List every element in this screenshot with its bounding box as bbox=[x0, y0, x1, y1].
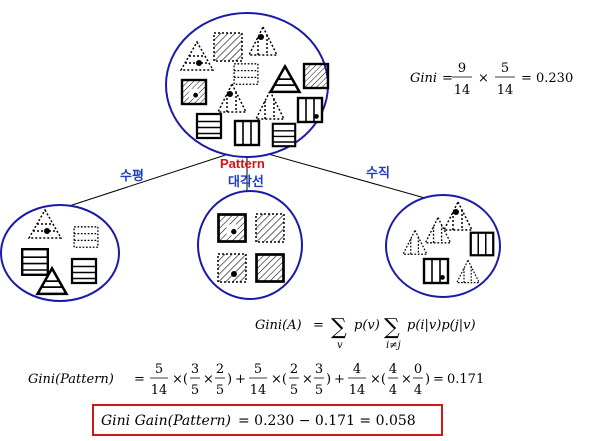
term1-a-numerator: 3 bbox=[191, 362, 199, 377]
dashed-diagonal-square bbox=[255, 213, 285, 243]
center-child-node bbox=[197, 190, 303, 300]
bold-vertical-square-dot bbox=[296, 96, 324, 124]
equals-sign: = bbox=[313, 318, 324, 333]
term1-b-denominator: 5 bbox=[216, 383, 224, 398]
plus-sign-1: + bbox=[235, 372, 246, 387]
gini-gain-rhs: = 0.230 − 0.171 = 0.058 bbox=[238, 413, 416, 429]
branch-label-vertical: 수직 bbox=[366, 165, 390, 180]
times-sign-2: × bbox=[302, 372, 313, 387]
term3-b-numerator: 0 bbox=[414, 362, 422, 377]
bold-horizontal-square-2 bbox=[271, 122, 297, 148]
close-paren-3: ) bbox=[425, 372, 430, 387]
equals-sign: = bbox=[442, 71, 453, 86]
dashed-diagonal-square bbox=[213, 32, 243, 62]
plus-sign-2: + bbox=[334, 372, 345, 387]
bold-diagonal-square-dot bbox=[180, 78, 208, 106]
term1-weight-denominator: 14 bbox=[151, 383, 168, 398]
equals-sign: = bbox=[134, 372, 145, 387]
bold-vertical-square-dot bbox=[422, 257, 450, 285]
term3-b-denominator: 4 bbox=[414, 383, 422, 398]
branch-label-pattern: Pattern bbox=[220, 156, 265, 171]
close-paren-1: ) bbox=[227, 372, 232, 387]
root-node bbox=[165, 12, 330, 158]
fraction-denominator: 14 bbox=[454, 83, 471, 98]
branch-label-horizontal: 수평 bbox=[120, 168, 144, 183]
branch-label-diagonal: 대각선 bbox=[228, 174, 264, 189]
term2-weight-denominator: 14 bbox=[250, 383, 267, 398]
sum-subscript: v bbox=[337, 340, 343, 351]
times-paren-2: ×( bbox=[271, 372, 287, 387]
gini-definition-formula: Gini(A) = ∑ v p(v) ∑ i≠j p(i|v)p(j|v) bbox=[255, 315, 476, 351]
term3-weight-denominator: 14 bbox=[349, 383, 366, 398]
gini-gain-formula: Gini Gain(Pattern) = 0.230 − 0.171 = 0.0… bbox=[92, 404, 443, 436]
gini-pattern-formula: Gini(Pattern)=514×(35×25)+514×(25×35)+41… bbox=[28, 362, 484, 398]
gini-root-formula: Gini = 9 14 × 5 14 = 0.230 bbox=[410, 61, 573, 98]
times-paren-3: ×( bbox=[370, 372, 386, 387]
gini-root-result: 0.230 bbox=[536, 71, 573, 86]
bold-vertical-square bbox=[233, 119, 261, 147]
term3-a-numerator: 4 bbox=[389, 362, 397, 377]
gini-def-mid: p(v) bbox=[354, 318, 380, 333]
bold-vertical-square bbox=[469, 231, 495, 257]
gini-root-lhs: Gini bbox=[410, 71, 437, 86]
times-sign: × bbox=[478, 71, 489, 86]
term1-weight-numerator: 5 bbox=[155, 362, 163, 377]
gini-def-lhs: Gini(A) bbox=[255, 318, 302, 333]
term2-a-numerator: 2 bbox=[290, 362, 298, 377]
times-sign-1: × bbox=[203, 372, 214, 387]
term2-b-denominator: 5 bbox=[315, 383, 323, 398]
close-paren-2: ) bbox=[326, 372, 331, 387]
gini-gain-highlight-box bbox=[92, 404, 443, 436]
sum-symbol: ∑ bbox=[331, 315, 347, 340]
left-child-node bbox=[0, 204, 120, 302]
bold-diagonal-square bbox=[255, 253, 285, 283]
times-sign-3: × bbox=[401, 372, 412, 387]
term2-a-denominator: 5 bbox=[290, 383, 298, 398]
fraction-denominator-2: 14 bbox=[497, 83, 514, 98]
bold-horizontal-square bbox=[21, 247, 49, 276]
term2-b-numerator: 3 bbox=[315, 362, 323, 377]
bold-horizontal-square-2 bbox=[70, 257, 98, 285]
dashed-diagonal-square-dot bbox=[217, 253, 247, 283]
gini-pattern-result: 0.171 bbox=[447, 372, 484, 387]
bold-horizontal-square bbox=[195, 112, 223, 140]
term1-a-denominator: 5 bbox=[191, 383, 199, 398]
term1-b-numerator: 2 bbox=[216, 362, 224, 377]
gini-gain-lhs: Gini Gain(Pattern) bbox=[101, 413, 231, 429]
gini-pattern-lhs: Gini(Pattern) bbox=[28, 372, 114, 387]
sum-symbol-2: ∑ bbox=[384, 315, 400, 340]
term3-a-denominator: 4 bbox=[389, 383, 397, 398]
fraction-numerator-2: 5 bbox=[501, 61, 509, 76]
term3-weight-numerator: 4 bbox=[353, 362, 361, 377]
equals-sign-2: = bbox=[433, 372, 444, 387]
term2-weight-numerator: 5 bbox=[254, 362, 262, 377]
bold-diagonal-square bbox=[302, 62, 330, 90]
equals-sign-2: = bbox=[521, 71, 532, 86]
bold-diagonal-square-dot bbox=[217, 213, 247, 243]
right-child-node bbox=[385, 194, 501, 298]
gini-def-tail: p(i|v)p(j|v) bbox=[407, 318, 476, 333]
times-paren-1: ×( bbox=[172, 372, 188, 387]
sum-subscript-2: i≠j bbox=[386, 340, 401, 351]
fraction-numerator: 9 bbox=[458, 61, 466, 76]
